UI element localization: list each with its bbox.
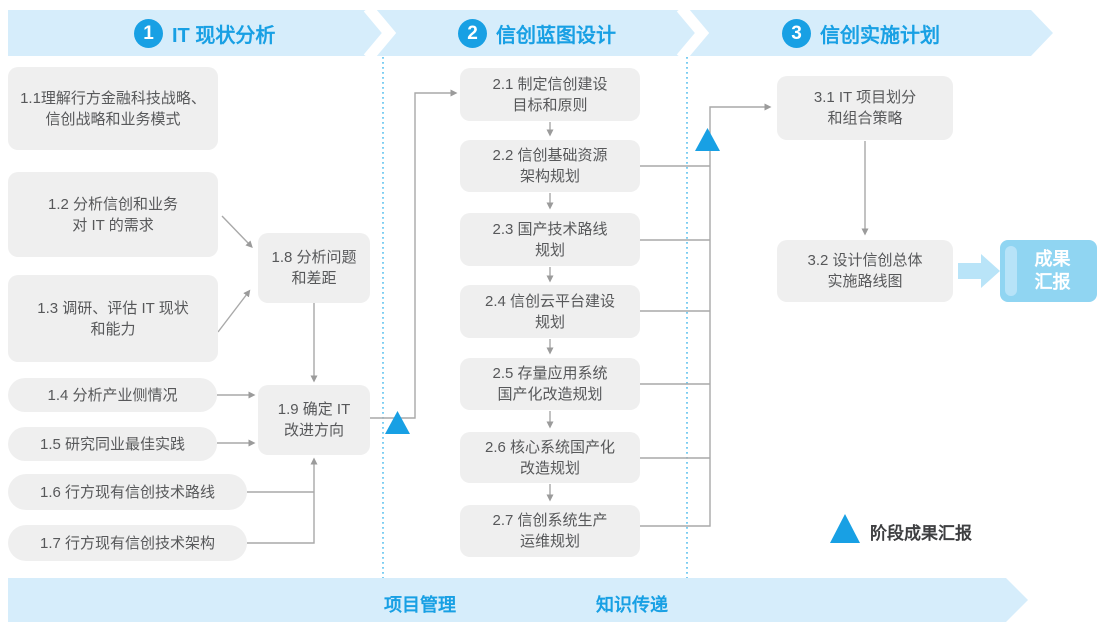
node-text: 1.7 行方现有信创技术架构 — [39, 534, 216, 552]
node-text: 和能力 — [90, 320, 136, 338]
phase-2-number-badge: 2 — [458, 19, 487, 48]
phase-ribbon-top — [8, 10, 1053, 56]
phase-1-header: 1 IT 现状分析 — [134, 19, 275, 48]
node-text: 改造规划 — [519, 459, 580, 477]
node-2-3: 2.3 国产技术路线 规划 — [460, 213, 640, 266]
node-text: 1.3 调研、评估 IT 现状 — [37, 299, 189, 317]
node-text: 3.2 设计信创总体 — [807, 252, 923, 269]
node-text: 国产化改造规划 — [497, 386, 603, 403]
node-2-7: 2.7 信创系统生产 运维规划 — [460, 505, 640, 557]
milestone-triangle-phase2 — [695, 128, 720, 151]
node-3-2: 3.2 设计信创总体 实施路线图 — [777, 240, 953, 302]
node-text: 1.4 分析产业侧情况 — [47, 386, 178, 404]
ribbon-chevron-separators — [363, 4, 710, 62]
node-text: 改进方向 — [283, 422, 344, 439]
milestone-triangle-phase1 — [385, 411, 410, 434]
node-text: 2.1 制定信创建设 — [492, 75, 608, 93]
node-text: 1.6 行方现有信创技术路线 — [39, 483, 216, 501]
phase-1-title: IT 现状分析 — [172, 25, 276, 47]
node-text: 2.6 核心系统国产化 — [484, 438, 616, 456]
swimlane-ribbon-bottom — [8, 578, 1028, 622]
node-text: 运维规划 — [519, 533, 580, 550]
node-text: 2.7 信创系统生产 — [492, 512, 608, 529]
deliverable-text: 成果 — [1034, 248, 1071, 269]
node-text: 2.5 存量应用系统 — [492, 365, 608, 382]
phase-3-header: 3 信创实施计划 — [782, 19, 940, 48]
phase-3-title: 信创实施计划 — [820, 25, 940, 47]
deliverable-arrow-icon — [958, 254, 1000, 288]
node-1-2: 1.2 分析信创和业务 对 IT 的需求 — [8, 172, 218, 257]
node-text: 3.1 IT 项目划分 — [813, 89, 917, 106]
node-2-5: 2.5 存量应用系统 国产化改造规划 — [460, 358, 640, 410]
node-text: 实施路线图 — [827, 273, 903, 290]
deliverable-text: 汇报 — [1034, 272, 1071, 292]
node-1-6: 1.6 行方现有信创技术路线 — [8, 474, 247, 510]
node-text: 2.4 信创云平台建设 — [484, 292, 616, 310]
phase-divider-dotted-lines — [382, 57, 688, 578]
phase-2-title: 信创蓝图设计 — [496, 25, 616, 47]
node-text: 2.3 国产技术路线 — [492, 220, 608, 238]
node-text: 规划 — [534, 241, 565, 259]
node-1-5: 1.5 研究同业最佳实践 — [8, 427, 217, 461]
node-text: 1.8 分析问题 — [271, 249, 357, 266]
phase-2-header: 2 信创蓝图设计 — [458, 19, 616, 48]
node-text: 和组合策略 — [827, 110, 903, 127]
node-text: 架构规划 — [519, 168, 580, 185]
node-1-1: 1.1理解行方金融科技战略、 信创战略和业务模式 — [8, 67, 218, 150]
deliverable-box: 成果 汇报 — [1000, 240, 1097, 302]
milestone-triangles — [385, 128, 720, 434]
node-text: 1.5 研究同业最佳实践 — [39, 435, 186, 453]
node-2-6: 2.6 核心系统国产化 改造规划 — [460, 432, 640, 483]
node-2-2: 2.2 信创基础资源 架构规划 — [460, 140, 640, 192]
node-1-4: 1.4 分析产业侧情况 — [8, 378, 217, 412]
node-text: 规划 — [534, 313, 565, 331]
flow-arrows — [217, 89, 869, 544]
node-text: 2.2 信创基础资源 — [492, 147, 608, 164]
legend-triangle-icon — [830, 514, 860, 543]
node-text: 1.2 分析信创和业务 — [47, 195, 179, 213]
node-3-1: 3.1 IT 项目划分 和组合策略 — [777, 76, 953, 140]
swimlane-label-project-management: 项目管理 — [384, 595, 456, 615]
node-text: 目标和原则 — [512, 96, 588, 114]
node-1-8: 1.8 分析问题 和差距 — [258, 233, 370, 303]
legend-label: 阶段成果汇报 — [870, 524, 972, 543]
node-text: 1.1理解行方金融科技战略、 — [20, 89, 206, 107]
node-text: 1.9 确定 IT — [277, 401, 351, 418]
node-1-9: 1.9 确定 IT 改进方向 — [258, 385, 370, 455]
node-text: 信创战略和业务模式 — [45, 110, 181, 128]
phase-3-number-badge: 3 — [782, 19, 811, 48]
node-text: 对 IT 的需求 — [72, 216, 154, 234]
node-2-4: 2.4 信创云平台建设 规划 — [460, 285, 640, 338]
node-text: 和差距 — [291, 270, 337, 287]
node-2-1: 2.1 制定信创建设 目标和原则 — [460, 68, 640, 121]
phase-1-number-badge: 1 — [134, 19, 163, 48]
node-1-7: 1.7 行方现有信创技术架构 — [8, 525, 247, 561]
node-1-3: 1.3 调研、评估 IT 现状 和能力 — [8, 275, 218, 362]
swimlane-label-knowledge-transfer: 知识传递 — [596, 595, 668, 615]
